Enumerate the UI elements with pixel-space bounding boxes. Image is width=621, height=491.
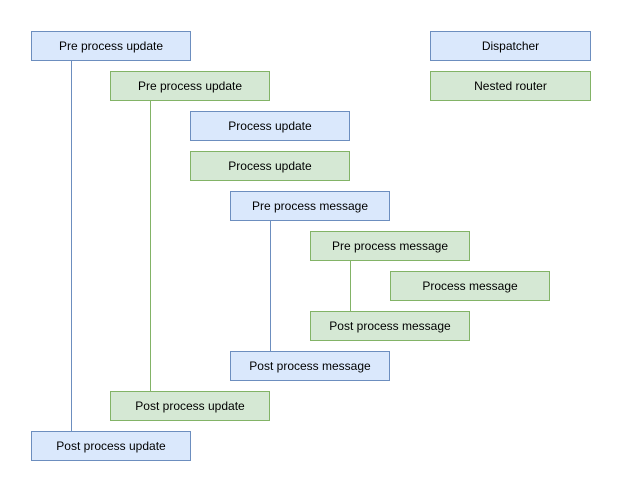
node-label: Pre process message [251,199,369,213]
node-label: Pre process update [58,39,164,53]
node-label: Process message [422,279,518,293]
legend-dispatcher-node: Dispatcher [430,31,591,61]
node-label: Post process message [329,319,451,333]
message-span-dispatcher-connector [270,221,271,351]
process-update-dispatcher-node: Process update [190,111,350,141]
legend-nested-router-node: Nested router [430,71,591,101]
node-label: Process update [228,119,312,133]
update-span-router-connector [150,101,151,391]
update-span-dispatcher-connector [71,61,72,431]
message-span-router-connector [350,261,351,311]
node-label: Post process update [56,439,166,453]
node-label: Dispatcher [481,39,540,53]
node-label: Post process message [249,359,371,373]
post-process-update-dispatcher-node: Post process update [31,431,191,461]
pre-process-message-router-node: Pre process message [310,231,470,261]
process-message-router-node: Process message [390,271,550,301]
pre-process-update-router-node: Pre process update [110,71,270,101]
pre-process-message-dispatcher-node: Pre process message [230,191,390,221]
node-label: Post process update [135,399,245,413]
process-update-router-node: Process update [190,151,350,181]
post-process-update-router-node: Post process update [110,391,270,421]
node-label: Nested router [474,79,547,93]
node-label: Pre process message [331,239,449,253]
post-process-message-dispatcher-node: Post process message [230,351,390,381]
post-process-message-router-node: Post process message [310,311,470,341]
node-label: Process update [228,159,312,173]
pre-process-update-dispatcher-node: Pre process update [31,31,191,61]
node-label: Pre process update [137,79,243,93]
